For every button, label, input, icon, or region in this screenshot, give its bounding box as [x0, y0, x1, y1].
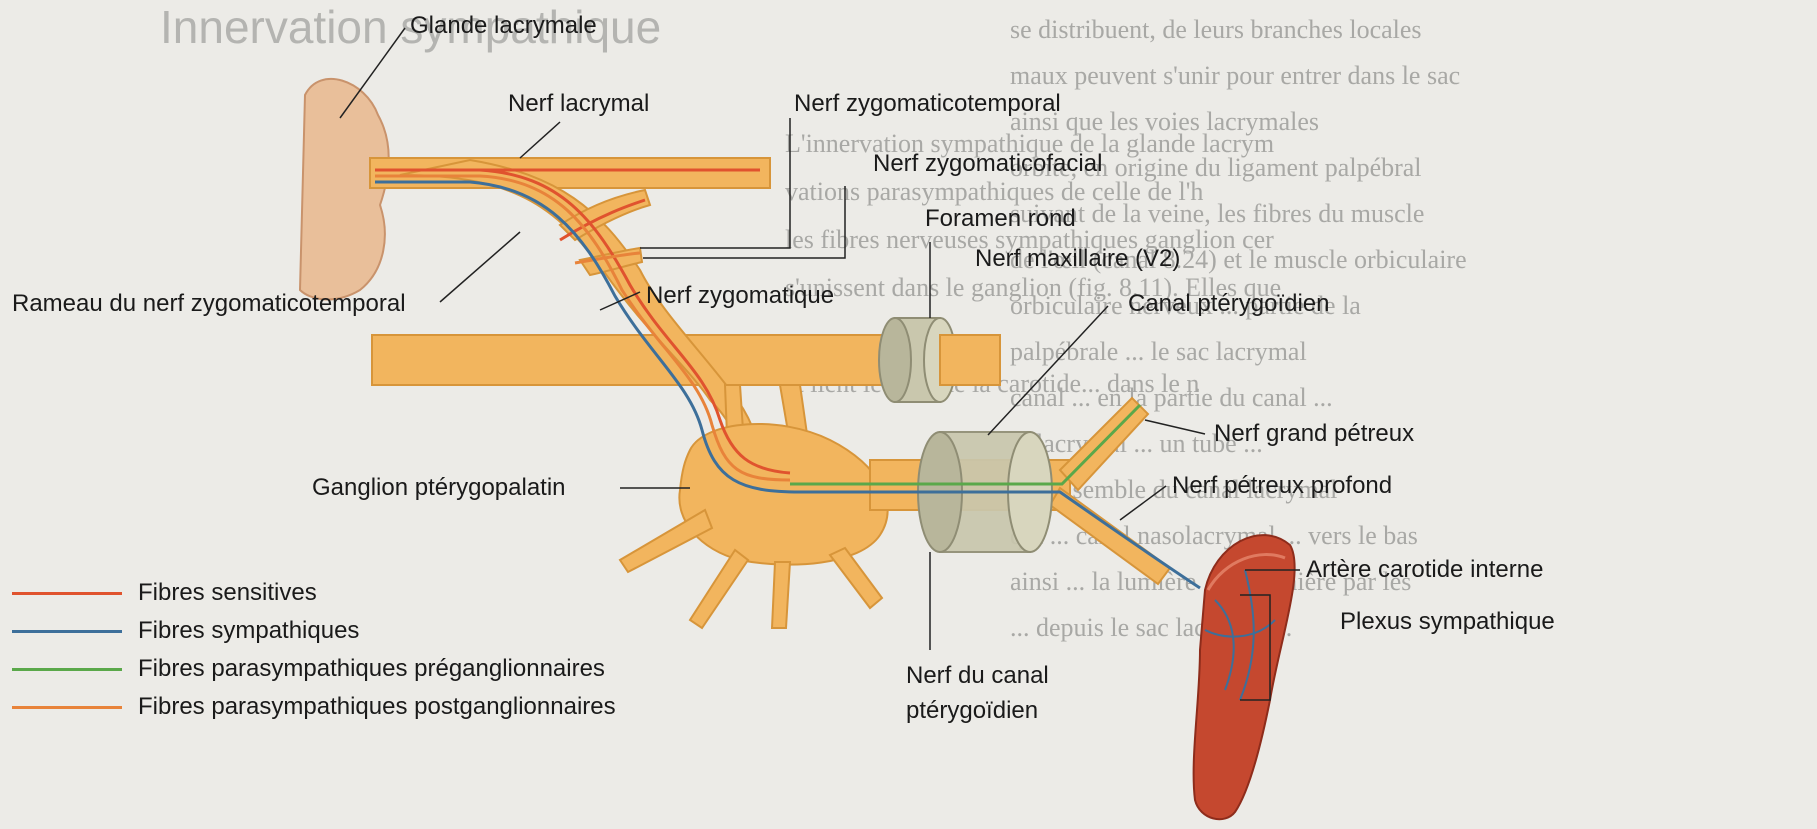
legend-item-sympathiques: Fibres sympathiques	[12, 616, 359, 646]
label-nerf-canal-line1: Nerf du canal	[906, 662, 1049, 690]
legend-label: Fibres parasympathiques préganglionnaire…	[138, 655, 605, 683]
legend-item-preganglionnaires: Fibres parasympathiques préganglionnaire…	[12, 654, 605, 684]
label-nerf-zygomatique: Nerf zygomatique	[646, 282, 834, 310]
legend-swatch-sympathiques	[12, 630, 122, 633]
label-nerf-lacrymal: Nerf lacrymal	[508, 90, 649, 118]
label-canal-pterygoidien: Canal ptérygoïdien	[1128, 290, 1329, 318]
label-plexus-sympathique: Plexus sympathique	[1340, 608, 1555, 636]
label-nerf-zygomaticotemporal: Nerf zygomaticotemporal	[794, 90, 1061, 118]
legend-item-postganglionnaires: Fibres parasympathiques postganglionnair…	[12, 692, 616, 722]
bg-right-line: canal ... en la partie du canal ...	[1010, 383, 1333, 412]
ganglion-ray	[620, 510, 712, 572]
label-ganglion-pterygopalatin: Ganglion ptérygopalatin	[312, 474, 566, 502]
legend-label: Fibres sympathiques	[138, 617, 359, 645]
legend-label: Fibres parasympathiques postganglionnair…	[138, 693, 616, 721]
bg-right-line: se distribuent, de leurs branches locale…	[1010, 15, 1422, 44]
legend-label: Fibres sensitives	[138, 579, 317, 607]
label-nerf-maxillaire: Nerf maxillaire (V2)	[975, 245, 1180, 273]
label-artere-carotide-interne: Artère carotide interne	[1306, 556, 1543, 584]
leader-nerf-lacrymal	[520, 122, 560, 158]
label-nerf-grand-petreux: Nerf grand pétreux	[1214, 420, 1414, 448]
label-glande-lacrymale: Glande lacrymale	[410, 12, 597, 40]
label-nerf-zygomaticofacial: Nerf zygomaticofacial	[873, 150, 1102, 178]
pterygopalatine-ganglion-body	[679, 424, 887, 565]
bg-right-line: qui ... canal nasolacrymal ... vers le b…	[1010, 521, 1418, 550]
legend-item-sensitives: Fibres sensitives	[12, 578, 317, 608]
label-nerf-petreux-profond: Nerf pétreux profond	[1172, 472, 1392, 500]
ganglion-ray	[772, 562, 790, 628]
bg-right-line: maux peuvent s'unir pour entrer dans le …	[1010, 61, 1460, 90]
internal-carotid-artery	[1194, 535, 1295, 819]
legend-swatch-postganglionnaires	[12, 706, 122, 709]
leader-rameau	[440, 232, 520, 302]
legend-swatch-sensitives	[12, 592, 122, 595]
label-foramen-rond: Foramen rond	[925, 205, 1076, 233]
bg-right-line: palpébrale ... le sac lacrymal	[1010, 337, 1307, 366]
zygomatic-nerve	[400, 160, 760, 465]
label-nerf-canal-line2: ptérygoïdien	[906, 697, 1038, 725]
legend-swatch-preganglionnaires	[12, 668, 122, 671]
label-rameau-zygomaticotemporal: Rameau du nerf zygomaticotemporal	[12, 290, 406, 318]
legend: Fibres sensitives Fibres sympathiques Fi…	[12, 578, 732, 813]
ganglion-ray	[830, 548, 882, 608]
